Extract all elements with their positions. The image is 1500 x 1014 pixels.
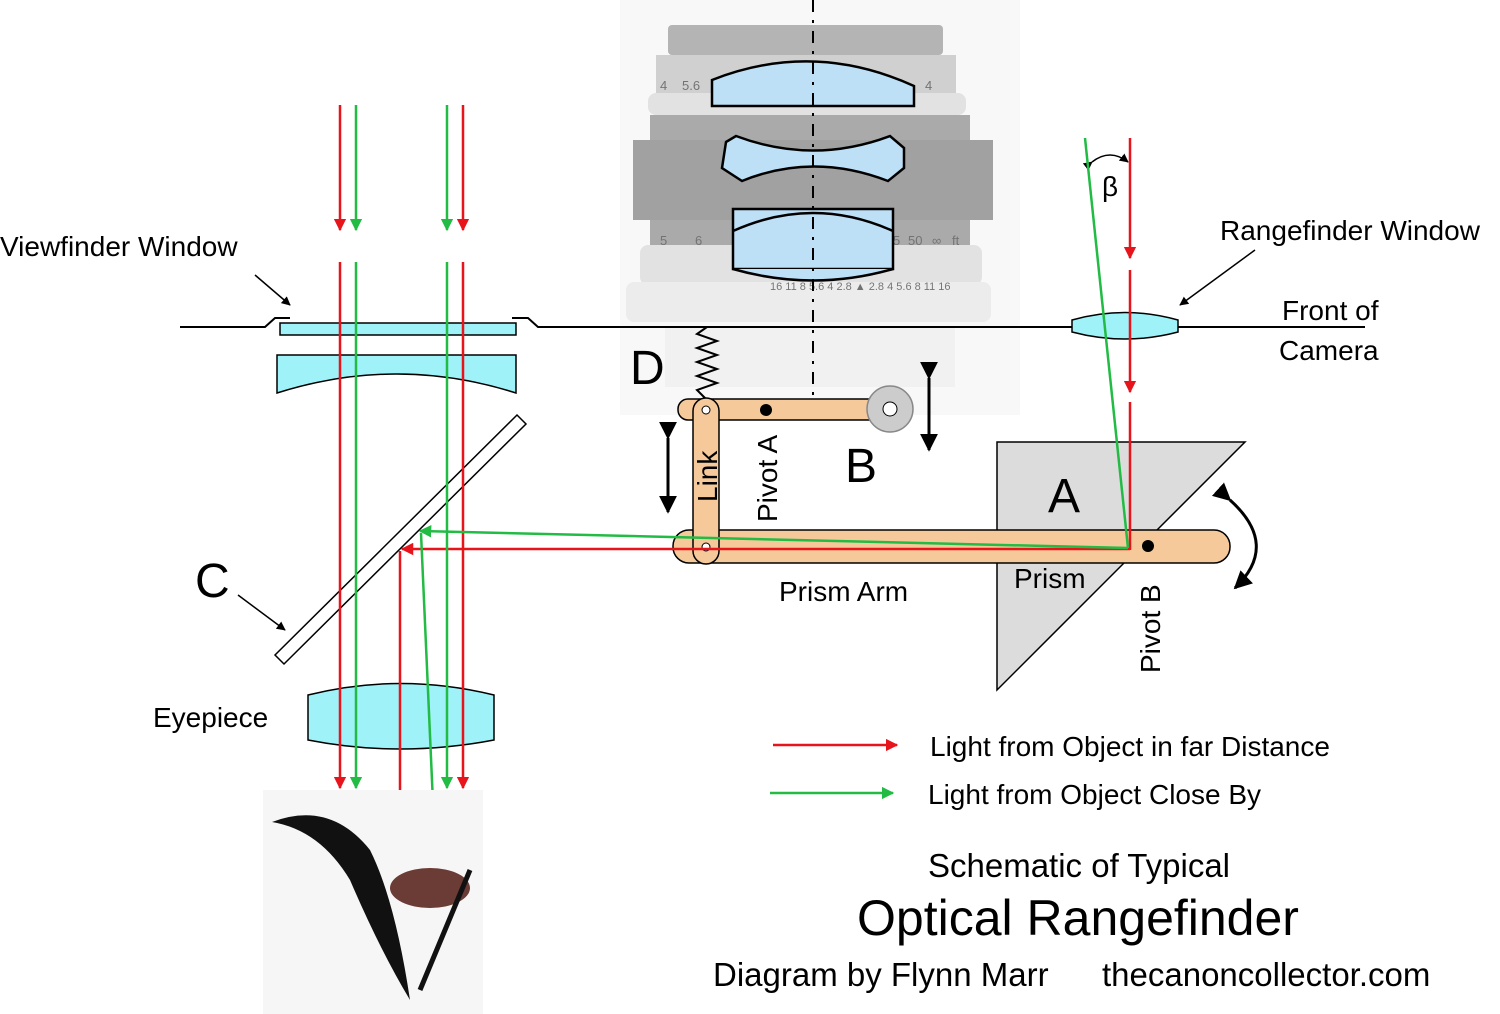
svg-text:4: 4 <box>660 78 667 93</box>
svg-text:5.6: 5.6 <box>682 78 700 93</box>
viewfinder-window-glass <box>279 322 517 336</box>
label-a: A <box>1048 470 1080 523</box>
label-c: C <box>195 555 230 608</box>
credit: Diagram by Flynn Marr <box>713 956 1049 993</box>
camera-front-line <box>180 317 1365 328</box>
pivot-a-label: Pivot A <box>752 435 783 522</box>
title-line2: Optical Rangefinder <box>857 890 1299 946</box>
legend-far: Light from Object in far Distance <box>930 731 1330 762</box>
svg-text:∞: ∞ <box>932 233 941 248</box>
viewfinder-window-label: Viewfinder Window <box>0 231 238 262</box>
spring <box>693 326 721 401</box>
rangefinder-pointer <box>1179 249 1256 306</box>
site: thecanoncollector.com <box>1102 956 1430 993</box>
svg-text:4: 4 <box>925 78 932 93</box>
title-line1: Schematic of Typical <box>928 847 1230 884</box>
prism <box>996 441 1247 692</box>
pivot-b-label: Pivot B <box>1135 584 1166 673</box>
link-joint-top <box>701 405 711 415</box>
roller-axle <box>882 401 898 417</box>
eyepiece-label: Eyepiece <box>153 702 268 733</box>
svg-text:16 11 8 5.6 4 2.8 ▲ 2.8 4 5.: 16 11 8 5.6 4 2.8 ▲ 2.8 4 5.6 8 11 16 <box>770 281 951 293</box>
beta-label: β <box>1102 171 1118 202</box>
prism-rotation-arrow <box>1211 482 1258 590</box>
svg-text:ft: ft <box>952 233 960 248</box>
c-pointer <box>237 594 286 631</box>
lens-scale-text: 4 5.6 4 5 6 5 50 ∞ ft 16 11 8 5.6 4 2.8 … <box>660 78 960 293</box>
lens-elements <box>710 60 916 282</box>
prism-arm-label: Prism Arm <box>779 576 908 607</box>
camera-label: Camera <box>1279 335 1379 366</box>
label-b: B <box>845 440 877 493</box>
beta-angle-arc <box>1082 153 1129 171</box>
front-of-label: Front of <box>1282 295 1379 326</box>
pivot-a-dot <box>760 404 772 416</box>
svg-text:50: 50 <box>908 233 922 248</box>
svg-text:5: 5 <box>893 233 900 248</box>
label-d: D <box>630 342 665 395</box>
svg-text:6: 6 <box>695 233 702 248</box>
link-bar[interactable] <box>692 397 720 565</box>
rangefinder-window-label: Rangefinder Window <box>1220 215 1481 246</box>
prism-label: Prism <box>1014 563 1086 594</box>
viewfinder-pointer <box>254 274 291 306</box>
svg-text:5: 5 <box>660 233 667 248</box>
legend: Light from Object in far Distance Light … <box>770 731 1330 810</box>
close-rays <box>349 105 1130 805</box>
far-rays <box>333 105 1137 824</box>
viewfinder-negative-lens <box>276 354 517 395</box>
eye-illustration <box>263 790 483 1014</box>
legend-close: Light from Object Close By <box>928 779 1261 810</box>
rangefinder-window-lens <box>1071 311 1179 340</box>
pivot-b-dot <box>1142 540 1154 552</box>
link-label: Link <box>692 450 723 502</box>
